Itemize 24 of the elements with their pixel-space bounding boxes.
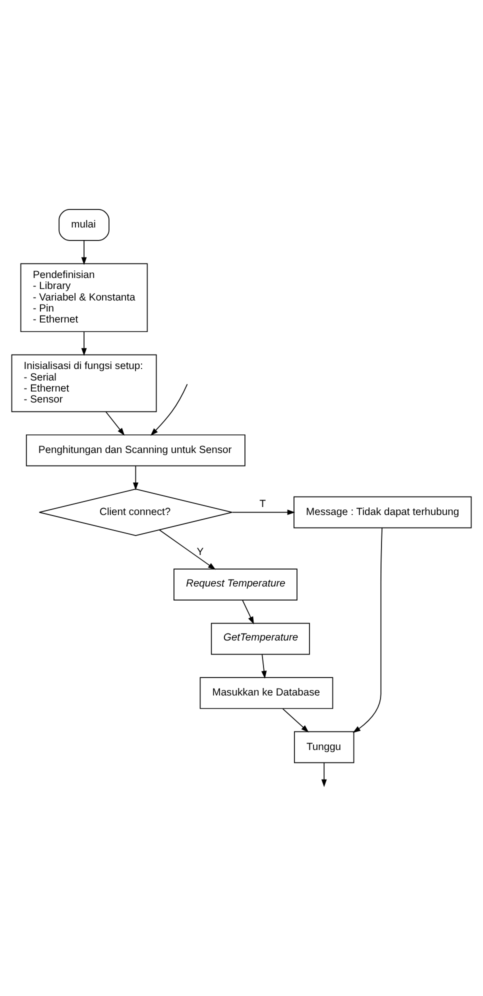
node-box: Masukkan ke Database: [200, 677, 334, 709]
node-box: Penghitungan dan Scanning untuk Sensor: [26, 434, 246, 466]
node-box: mulai: [58, 209, 110, 241]
node-diamond: Client connect?: [38, 488, 232, 536]
node-box: GetTemperature: [210, 622, 310, 655]
arrow: [81, 331, 87, 356]
arrow: [106, 411, 125, 436]
arrow: [321, 762, 327, 788]
node-box: Inisialisasi di fungsi setup: - Serial - Ethernet - Sensor: [11, 354, 157, 412]
arrow: [352, 528, 382, 733]
arrow: [150, 384, 188, 436]
edge-label: T: [260, 498, 266, 510]
arrow: [261, 654, 267, 679]
node-box: Request Temperature: [174, 568, 298, 601]
arrow: [282, 708, 309, 732]
arrow: [232, 510, 296, 516]
arrow: [242, 600, 254, 624]
node-box: Tunggu: [294, 731, 354, 764]
node-box: Pendefinisian - Library - Variabel & Konstanta - Pin - Ethernet: [20, 263, 148, 332]
arrow: [158, 529, 216, 570]
edge-label: Y: [196, 546, 204, 558]
arrow: [81, 240, 87, 265]
node-box: Message : Tidak dapat terhubung: [294, 496, 472, 528]
arrow: [132, 466, 138, 490]
